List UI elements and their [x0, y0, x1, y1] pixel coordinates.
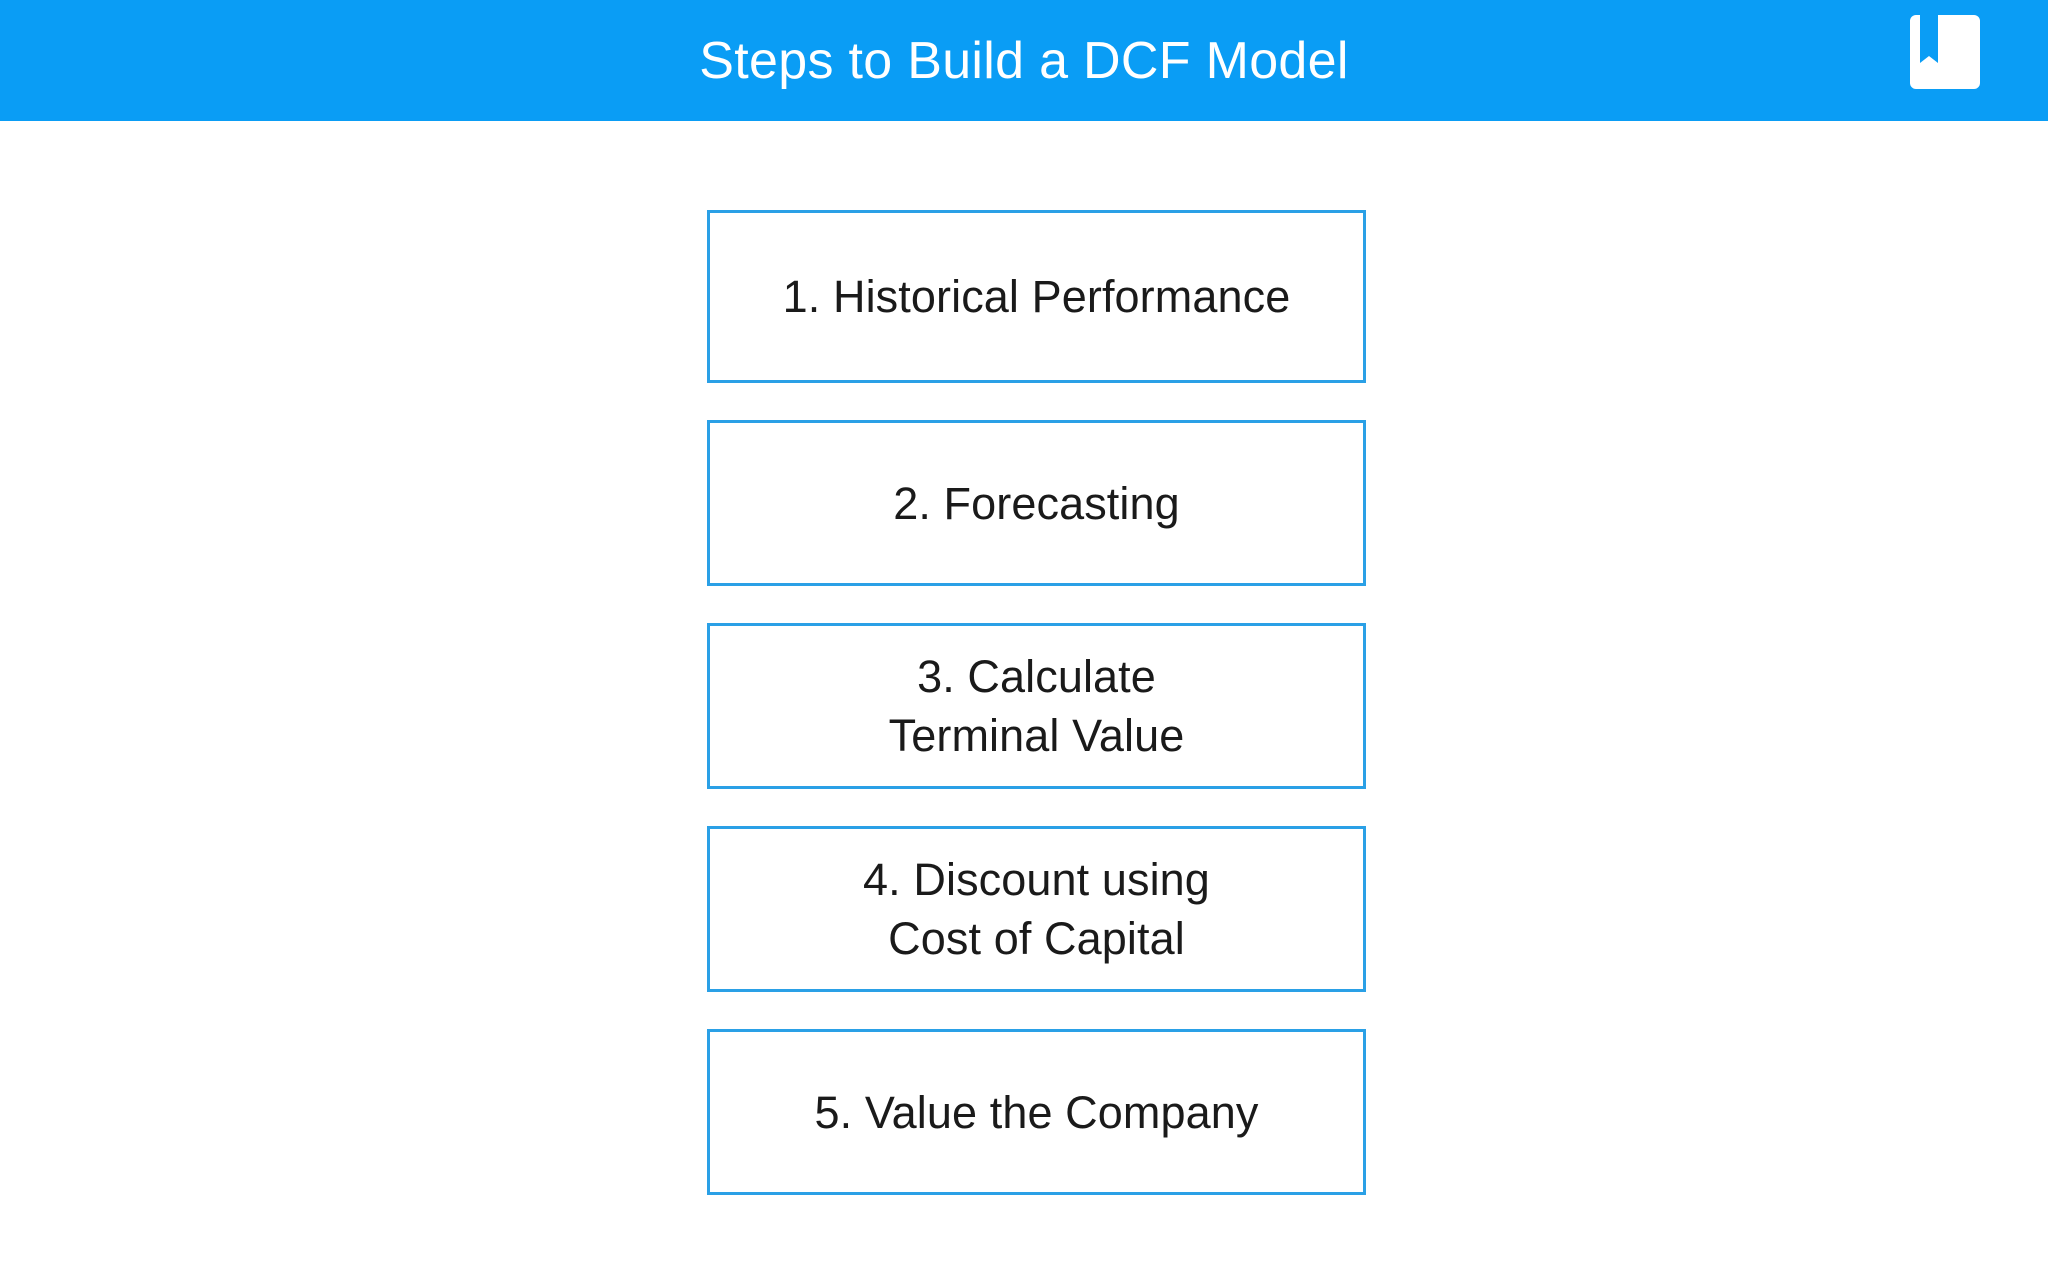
- step-label-4: 4. Discount using Cost of Capital: [863, 854, 1210, 964]
- step-label-2: 2. Forecasting: [893, 477, 1180, 529]
- step-box-2[interactable]: 2. Forecasting: [707, 420, 1366, 586]
- step-label-5: 5. Value the Company: [814, 1086, 1259, 1138]
- page-title: Steps to Build a DCF Model: [699, 31, 1349, 90]
- step-label-1: 1. Historical Performance: [782, 271, 1291, 322]
- step-box-4[interactable]: 4. Discount using Cost of Capital: [707, 826, 1366, 992]
- header-bar: Steps to Build a DCF Model: [0, 0, 2048, 121]
- step-box-5[interactable]: 5. Value the Company: [707, 1029, 1366, 1195]
- steps-list: 1. Historical Performance 2. Forecasting…: [707, 210, 1366, 1195]
- step-box-3[interactable]: 3. Calculate Terminal Value: [707, 623, 1366, 789]
- step-label-3: 3. Calculate Terminal Value: [888, 651, 1185, 761]
- bookmark-logo-icon: [1910, 15, 1980, 89]
- step-box-1[interactable]: 1. Historical Performance: [707, 210, 1366, 383]
